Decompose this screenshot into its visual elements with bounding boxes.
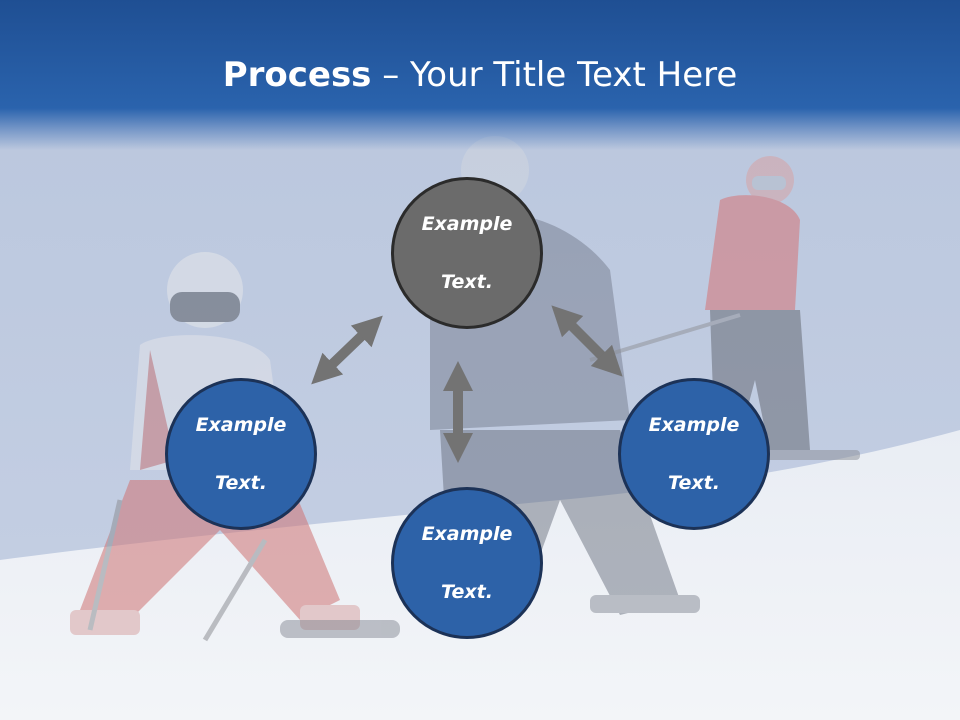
slide-title-rest: – Your Title Text Here: [371, 55, 738, 95]
cycle-node-top-line1: Example: [421, 212, 513, 235]
cycle-node-right-line1: Example: [648, 413, 740, 436]
cycle-node-bottom-line1: Example: [421, 522, 513, 545]
cycle-node-bottom-line2: Text.: [441, 580, 493, 603]
double-arrow-icon-top-left: [311, 315, 383, 385]
cycle-node-right-line2: Text.: [668, 471, 720, 494]
cycle-node-top-line2: Text.: [441, 270, 493, 293]
slide-title-bold: Process: [222, 55, 372, 95]
title-bar: [0, 0, 960, 150]
cycle-node-left-line1: Example: [195, 413, 287, 436]
double-arrow-icon-top-right: [551, 305, 623, 377]
cycle-node-left-line2: Text.: [215, 471, 267, 494]
slide-title: Process – Your Title Text Here: [0, 52, 960, 98]
